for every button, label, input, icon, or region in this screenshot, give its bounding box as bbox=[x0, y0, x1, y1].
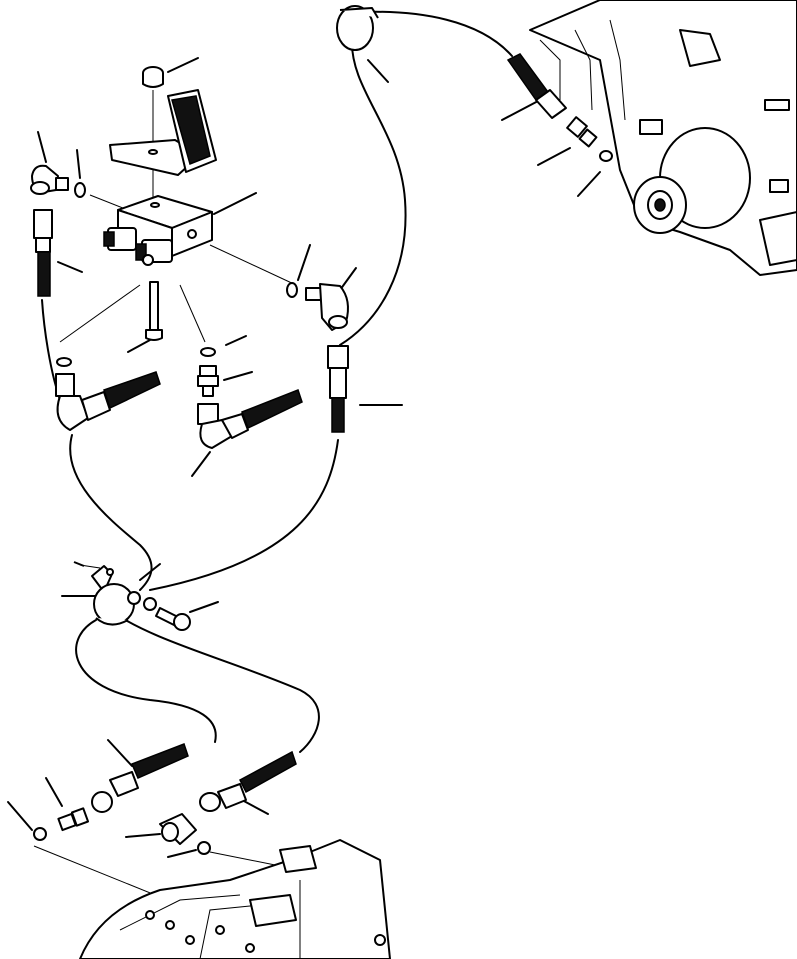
guide-line-a bbox=[59, 284, 141, 343]
left-lower-fittings bbox=[55, 357, 161, 431]
hose-clamp bbox=[336, 5, 379, 51]
leader-hose-bottom-right bbox=[241, 799, 269, 815]
leader-lines bbox=[7, 57, 601, 858]
adapter-fitting bbox=[197, 365, 219, 397]
leader-hose-bottom-left bbox=[107, 739, 133, 767]
elbow-fitting bbox=[159, 813, 197, 845]
elbow-fitting bbox=[30, 164, 69, 195]
clip-assembly bbox=[73, 561, 191, 631]
leader-oring-right bbox=[297, 244, 311, 281]
leader-elbow-right bbox=[339, 267, 357, 291]
leader-washer bbox=[139, 563, 161, 581]
leader-clamp bbox=[367, 59, 389, 83]
hydraulic-hose bbox=[55, 371, 161, 431]
leader-elbow-bottom bbox=[125, 833, 161, 838]
o-ring bbox=[33, 827, 47, 841]
leader-elbow-top-left bbox=[37, 131, 47, 163]
capscrew bbox=[155, 607, 191, 631]
leader-capscrew bbox=[189, 601, 219, 613]
leader-adapter-bottom bbox=[45, 777, 63, 807]
bracket bbox=[109, 89, 217, 176]
leader-valve-block bbox=[213, 192, 257, 215]
hydraulic-hose bbox=[506, 53, 567, 119]
leader-hose-mid bbox=[191, 451, 211, 477]
route-right-up-to-clamp bbox=[339, 39, 407, 346]
route-left-to-clip bbox=[69, 434, 153, 591]
o-ring bbox=[286, 282, 298, 298]
o-ring bbox=[599, 150, 613, 162]
o-ring bbox=[56, 357, 72, 367]
o-ring bbox=[74, 182, 86, 198]
leader-oring-mid bbox=[225, 335, 247, 346]
engine-flywheel-housing bbox=[529, 0, 797, 276]
clip-pin bbox=[73, 561, 85, 567]
hydraulic-hose bbox=[197, 389, 303, 449]
hydraulic-hose bbox=[33, 209, 53, 297]
left-upper-fittings bbox=[30, 164, 86, 297]
transmission-housing bbox=[79, 839, 391, 959]
leader-hose-top bbox=[501, 99, 541, 121]
route-clip-to-bottom-right bbox=[109, 609, 320, 753]
adapter-fitting bbox=[566, 116, 598, 148]
leader-oring-top-left bbox=[76, 149, 81, 179]
bottom-fittings bbox=[33, 743, 297, 855]
top-hose-assembly bbox=[336, 5, 613, 162]
route-clip-to-bottom-left bbox=[75, 619, 217, 743]
hydraulic-hose bbox=[91, 743, 189, 813]
leader-nut bbox=[167, 57, 199, 73]
adapter-fitting bbox=[57, 807, 90, 832]
hydraulic-hose bbox=[327, 345, 349, 433]
leader-oring-bottom bbox=[7, 801, 33, 831]
guide-line-d bbox=[89, 194, 129, 211]
guide-line-b bbox=[179, 284, 206, 343]
elbow-fitting bbox=[305, 283, 349, 331]
leader-bolt bbox=[127, 339, 151, 353]
washer bbox=[127, 591, 157, 611]
leader-adapter-top bbox=[537, 147, 571, 166]
o-ring bbox=[200, 347, 216, 357]
leader-hose-left bbox=[57, 261, 83, 273]
guide-line-c bbox=[209, 244, 297, 286]
solenoid-valve bbox=[103, 227, 173, 266]
right-fittings bbox=[286, 282, 349, 433]
route-right-to-clip bbox=[149, 439, 339, 591]
leader-oring-bottom-right bbox=[167, 849, 197, 858]
route-clamp-to-top-hose bbox=[359, 10, 513, 57]
clip bbox=[91, 565, 135, 626]
valve-assembly bbox=[103, 66, 217, 341]
leader-oring-top bbox=[577, 171, 601, 197]
leader-adapter-mid bbox=[223, 371, 253, 381]
nut bbox=[142, 66, 164, 88]
o-ring bbox=[197, 841, 211, 855]
middle-lower-fittings bbox=[197, 347, 303, 449]
hydraulic-hose bbox=[199, 750, 297, 812]
bolt bbox=[145, 281, 163, 341]
